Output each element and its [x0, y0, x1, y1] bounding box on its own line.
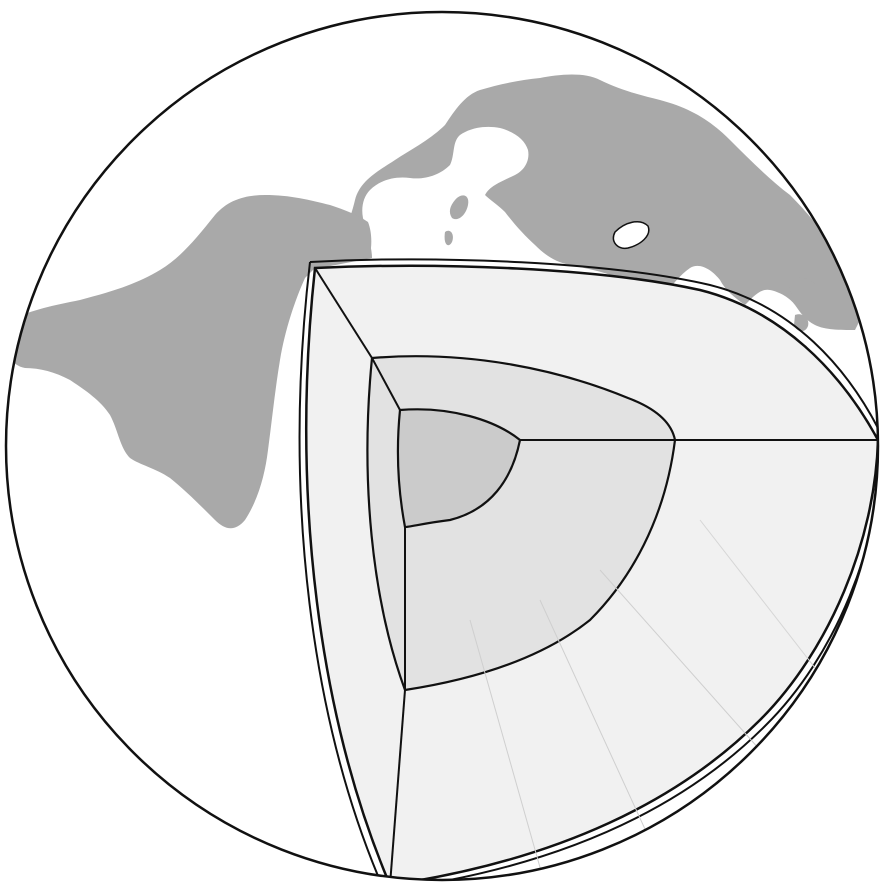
- earth-cutaway-figure: [0, 0, 890, 888]
- earth-cutaway-drawing: [0, 0, 890, 888]
